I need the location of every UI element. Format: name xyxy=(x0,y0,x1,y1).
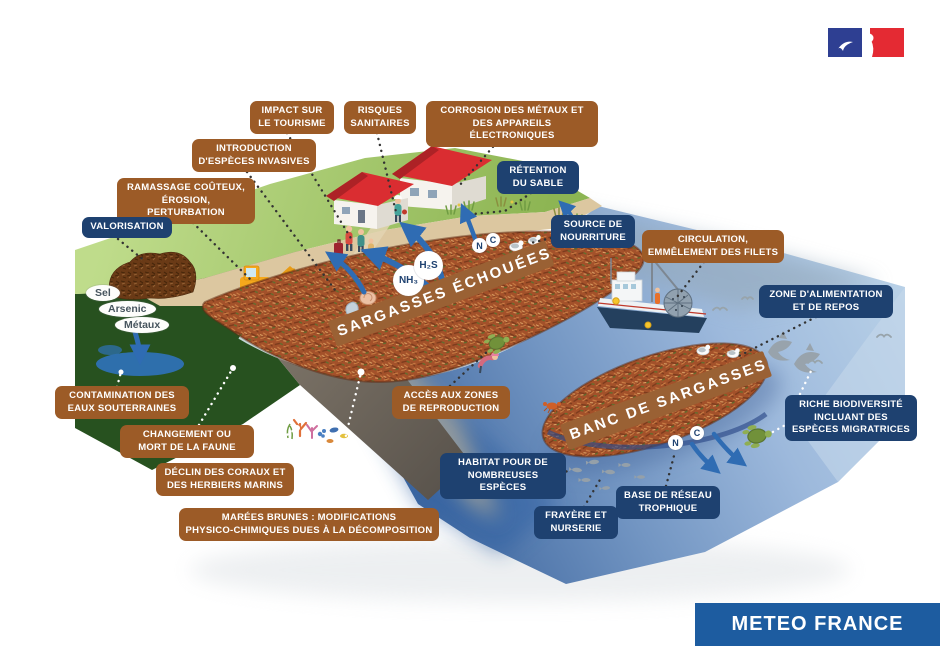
molecule-h2s: H₂S xyxy=(414,251,443,280)
callout-riche-biodiversite: RICHE BIODIVERSITÉ INCLUANT DES ESPÈCES … xyxy=(785,395,917,441)
callout-declin-coraux: DÉCLIN DES CORAUX ET DES HERBIERS MARINS xyxy=(156,463,294,497)
turtle xyxy=(742,425,772,449)
callout-marees-brunes: MARÉES BRUNES : MODIFICATIONS PHYSICO-CH… xyxy=(179,508,439,542)
callout-changement-faune: CHANGEMENT OU MORT DE LA FAUNE xyxy=(120,425,254,459)
molecule-n-bank: N xyxy=(668,435,683,450)
callout-acces-reproduction: ACCÈS AUX ZONES DE REPRODUCTION xyxy=(392,386,510,420)
connector-nodes xyxy=(118,365,365,431)
fishing-boat xyxy=(597,252,707,333)
chip-sel: Sel xyxy=(86,285,120,301)
reef-fish xyxy=(326,427,348,443)
corals xyxy=(286,418,348,443)
groundwater-drop xyxy=(98,345,122,355)
chip-metaux: Métaux xyxy=(115,317,170,333)
crab xyxy=(543,402,561,414)
dolphins xyxy=(768,331,820,373)
callout-source-nourriture: SOURCE DE NOURRITURE xyxy=(551,215,635,249)
fisherman xyxy=(655,293,660,304)
callout-retention-sable: RÉTENTION DU SABLE xyxy=(497,161,579,195)
callout-contamination: CONTAMINATION DES EAUX SOUTERRAINES xyxy=(55,386,189,420)
callout-habitat-especes: HABITAT POUR DE NOMBREUSES ESPÈCES xyxy=(440,453,566,499)
molecule-c: C xyxy=(486,233,500,247)
france-flag-logo xyxy=(828,28,904,57)
buoy xyxy=(612,297,620,305)
molecule-c-bank: C xyxy=(690,426,704,440)
callout-valorisation: VALORISATION xyxy=(82,217,172,238)
fish-school xyxy=(552,459,645,491)
callout-base-trophique: BASE DE RÉSEAU TROPHIQUE xyxy=(616,486,720,520)
callout-corrosion: CORROSION DES MÉTAUX ET DES APPAREILS ÉL… xyxy=(426,101,598,147)
callout-especes-invasives: INTRODUCTION D'ESPÈCES INVASIVES xyxy=(192,139,316,173)
callout-circulation-filets: CIRCULATION, EMMÊLEMENT DES FILETS xyxy=(642,230,784,264)
compost-pile xyxy=(108,251,197,300)
turtle xyxy=(483,334,510,354)
floating-gull xyxy=(726,348,743,358)
meteo-france-logo: METEO FRANCE xyxy=(695,603,940,646)
net-ball xyxy=(663,288,693,318)
callout-impact-tourisme: IMPACT SUR LE TOURISME xyxy=(250,101,334,135)
callout-zone-alimentation: ZONE D'ALIMENTATION ET DE REPOS xyxy=(759,285,893,319)
callout-frayere-nurserie: FRAYÈRE ET NURSERIE xyxy=(534,506,618,540)
callout-risques-sanitaires: RISQUES SANITAIRES xyxy=(344,101,416,135)
dotted-connectors-white xyxy=(115,366,814,509)
resident-person xyxy=(394,195,407,222)
flying-gulls xyxy=(712,296,892,364)
chip-arsenic: Arsenic xyxy=(99,301,156,317)
seagull xyxy=(696,344,714,356)
callout-ramassage: RAMASSAGE COÛTEUX, ÉROSION, PERTURBATION xyxy=(117,178,255,224)
molecule-n: N xyxy=(472,238,487,253)
buoy xyxy=(644,321,652,329)
